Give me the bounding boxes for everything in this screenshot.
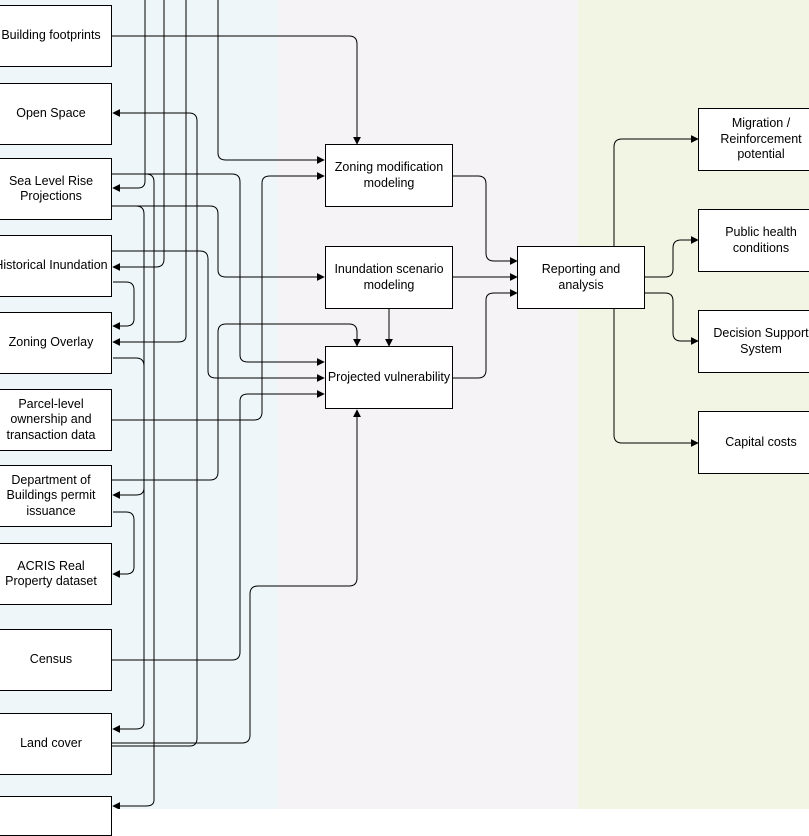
edge-sea-level-rise-loop xyxy=(112,173,155,809)
edge-reporting-to-capital-costs xyxy=(613,293,699,447)
node-capital-costs: Capital costs xyxy=(698,411,809,474)
edge-top-to-zoning-overlay xyxy=(112,0,187,346)
edge-top-to-historical-inundation xyxy=(112,0,165,271)
node-decision-support: Decision Support System xyxy=(698,310,809,373)
edge-zoning-overlay-to-dob xyxy=(112,357,145,499)
edge-dob-to-acris xyxy=(112,511,135,578)
edge-census-to-projected-vulnerability xyxy=(112,390,325,661)
edge-sea-level-rise-to-inundation xyxy=(112,205,325,281)
node-building-footprints: Building footprints xyxy=(0,5,112,67)
node-historical-inundation: Historical Inundation xyxy=(0,235,112,297)
node-partial-bottom xyxy=(0,796,112,836)
node-open-space: Open Space xyxy=(0,83,112,145)
node-projected-vulnerability: Projected vulnerability xyxy=(325,346,453,409)
edge-historical-inundation-to-projected-vulnerability xyxy=(112,250,325,382)
edge-land-cover-to-projected-vulnerability xyxy=(112,409,361,744)
node-migration-reinforcement: Migration / Reinforcement potential xyxy=(698,108,809,171)
node-land-cover: Land cover xyxy=(0,713,112,775)
node-sea-level-rise: Sea Level Rise Projections xyxy=(0,158,112,220)
connector-layer xyxy=(112,0,699,809)
edge-historical-to-zoning-overlay xyxy=(112,281,135,330)
edge-dob-to-projected-vulnerability xyxy=(112,323,361,481)
edge-sea-level-rise-to-projected-vulnerability xyxy=(112,173,325,366)
edge-parcel-to-zoning-modification xyxy=(112,172,325,421)
node-dob-permit: Department of Buildings permit issuance xyxy=(0,465,112,527)
edge-land-cover-to-open-space xyxy=(112,109,198,747)
node-census: Census xyxy=(0,629,112,691)
edge-reporting-to-public-health xyxy=(645,236,699,278)
edge-reporting-to-migration xyxy=(605,135,699,262)
node-zoning-modification-modeling: Zoning modification modeling xyxy=(325,144,453,207)
edge-zoning-modification-to-reporting xyxy=(453,175,518,265)
edge-reporting-to-decision-support xyxy=(645,292,699,345)
node-inundation-scenario-modeling: Inundation scenario modeling xyxy=(325,246,453,309)
node-parcel-level-data: Parcel-level ownership and transaction d… xyxy=(0,389,112,451)
edge-projected-vulnerability-to-reporting xyxy=(453,289,518,379)
node-reporting-and-analysis: Reporting and analysis xyxy=(517,246,645,309)
edge-top-to-sea-level-rise xyxy=(112,0,146,192)
node-public-health: Public health conditions xyxy=(698,209,809,272)
node-zoning-overlay: Zoning Overlay xyxy=(0,312,112,374)
node-acris: ACRIS Real Property dataset xyxy=(0,543,112,605)
edge-building-footprints-to-zoning-modification xyxy=(112,35,361,145)
edge-sea-level-rise-to-land-cover xyxy=(112,205,145,733)
edge-top-to-zoning-modification xyxy=(217,0,325,164)
